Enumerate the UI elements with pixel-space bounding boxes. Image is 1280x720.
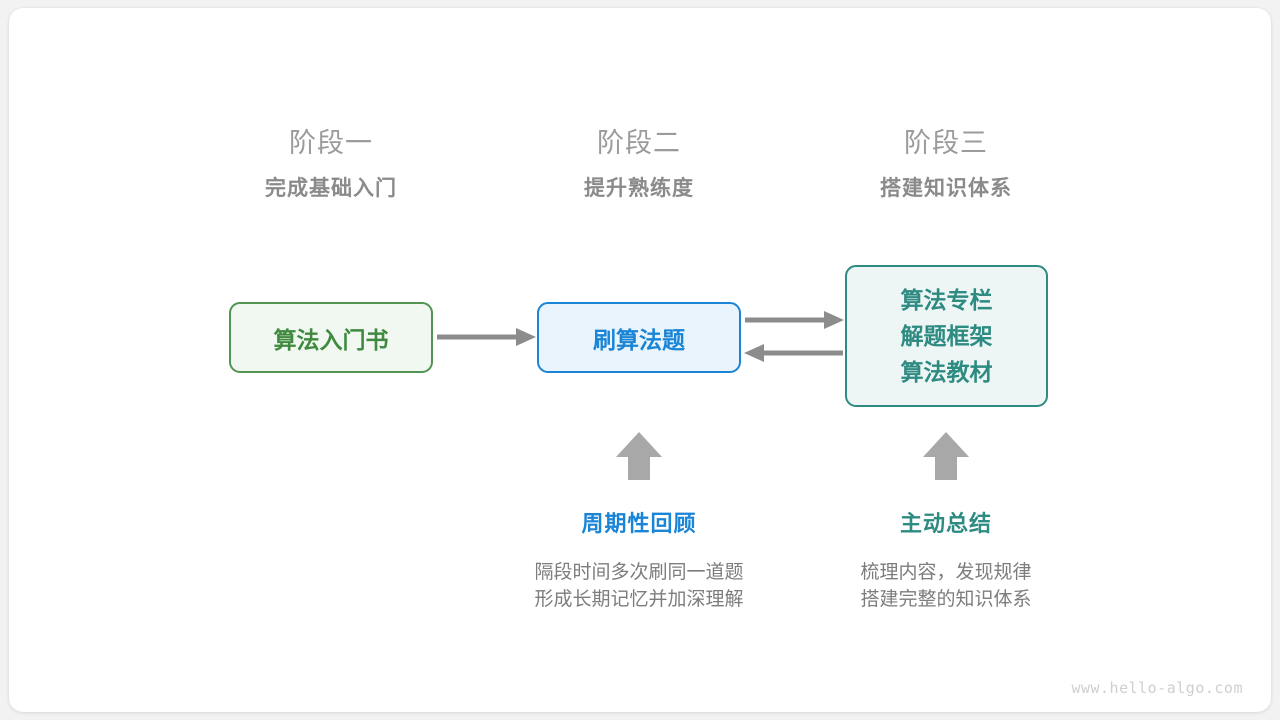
node-knowledge-line-1: 算法专栏 [900,287,993,313]
stage-2-number: 阶段二 [597,128,681,158]
node-algorithm-intro-book: 算法入门书 [229,302,433,373]
annotation-active-summary-desc-line-1: 梳理内容，发现规律 [860,562,1032,583]
node-knowledge-line-3: 算法教材 [900,359,993,385]
annotation-periodic-review-desc-line-2: 形成长期记忆并加深理解 [534,589,744,610]
node-practice-problems: 刷算法题 [537,302,741,373]
stage-1-title: 完成基础入门 [265,177,397,200]
watermark-url: www.hello-algo.com [1071,679,1243,697]
stage-2-title: 提升熟练度 [584,177,694,200]
node-algorithm-intro-book-label: 算法入门书 [273,326,389,353]
stage-3-number: 阶段三 [904,128,988,158]
annotation-active-summary: 主动总结 梳理内容，发现规律 搭建完整的知识体系 [796,509,1096,613]
stage-1-number: 阶段一 [289,128,373,158]
stage-header-2: 阶段二 提升熟练度 [509,126,769,204]
annotation-periodic-review-desc-line-1: 隔段时间多次刷同一道题 [534,562,744,583]
stage-header-3: 阶段三 搭建知识体系 [816,126,1076,204]
annotation-active-summary-title: 主动总结 [899,511,992,536]
stage-3-title: 搭建知识体系 [880,177,1012,200]
node-practice-problems-label: 刷算法题 [593,326,685,353]
annotation-periodic-review-desc: 隔段时间多次刷同一道题 形成长期记忆并加深理解 [489,559,789,613]
annotation-periodic-review: 周期性回顾 隔段时间多次刷同一道题 形成长期记忆并加深理解 [489,509,789,613]
node-knowledge-line-2: 解题框架 [900,323,993,349]
annotation-active-summary-desc: 梳理内容，发现规律 搭建完整的知识体系 [796,559,1096,613]
annotation-periodic-review-title: 周期性回顾 [581,511,697,536]
stage-header-1: 阶段一 完成基础入门 [201,126,461,204]
node-knowledge-resources: 算法专栏 解题框架 算法教材 [845,265,1048,407]
annotation-active-summary-desc-line-2: 搭建完整的知识体系 [860,589,1032,610]
